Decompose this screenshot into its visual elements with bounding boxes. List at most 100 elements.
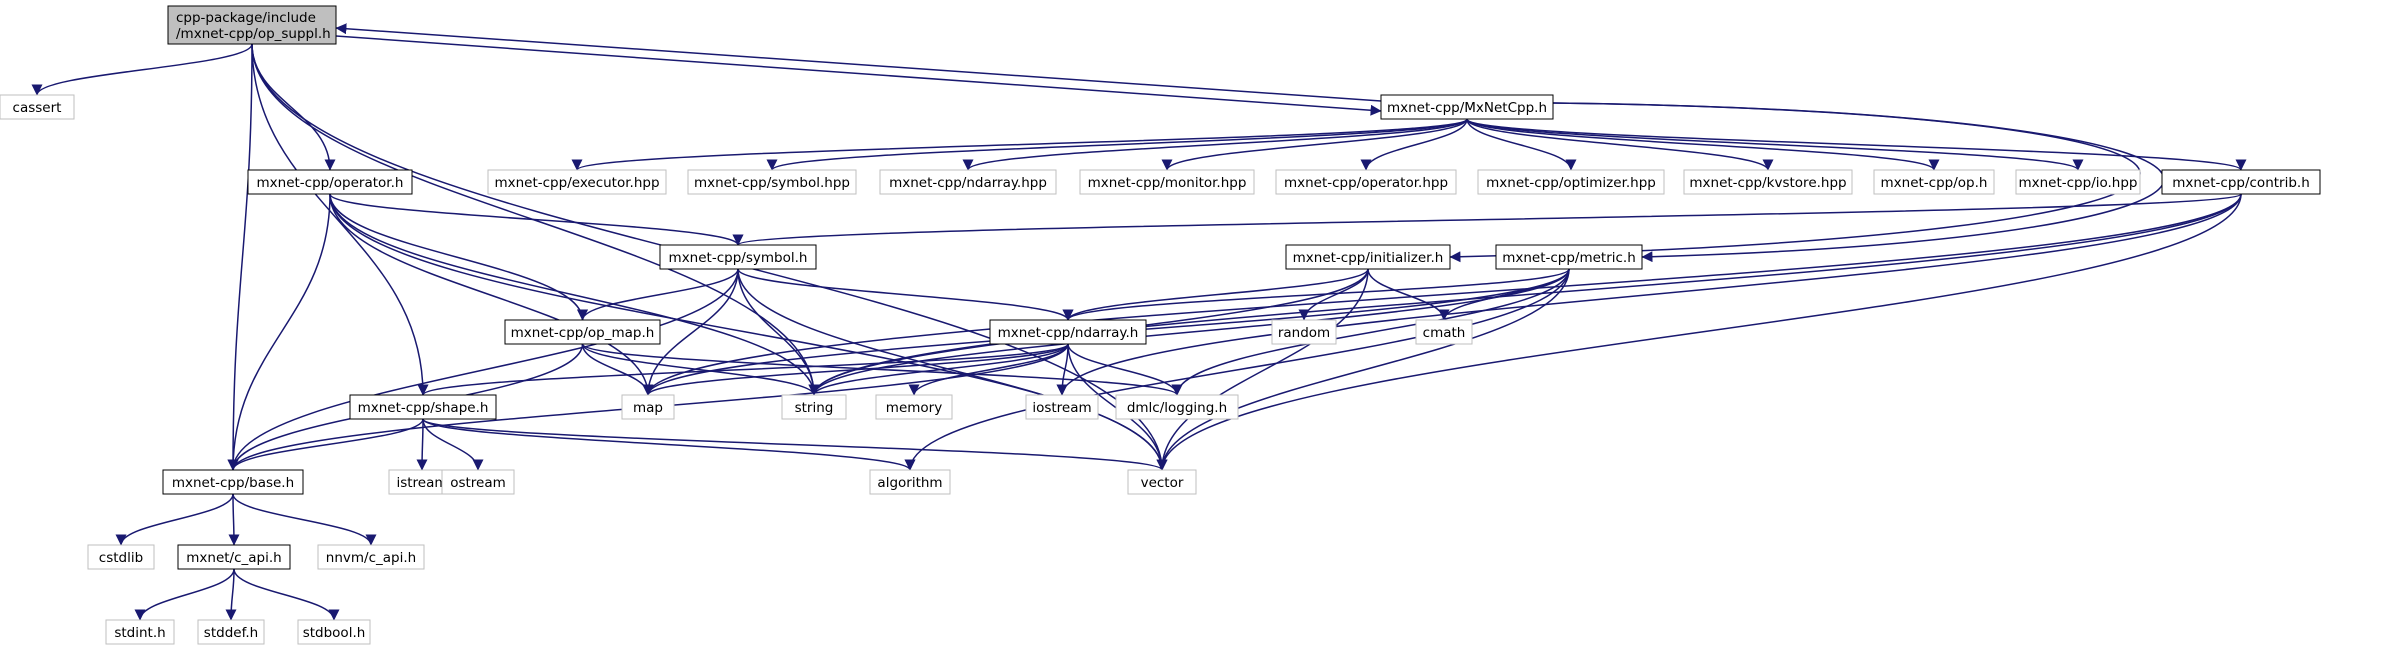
- node-label: mxnet-cpp/symbol.hpp: [694, 175, 850, 191]
- node-label: ostream: [450, 475, 506, 491]
- edge-shape_h-to-algorithm: [422, 418, 916, 471]
- node-label: mxnet-cpp/kvstore.hpp: [1689, 175, 1846, 191]
- edge: [737, 268, 1168, 471]
- node-box: [247, 169, 413, 195]
- node-label: cpp-package/include: [176, 10, 316, 26]
- node-op_map_h[interactable]: mxnet-cpp/op_map.h: [504, 319, 661, 345]
- edge-operator_h-to-string: [329, 193, 820, 396]
- node-box: [297, 619, 371, 645]
- node-label: mxnet-cpp/initializer.h: [1293, 250, 1444, 266]
- node-box: [1275, 169, 1457, 195]
- node-algorithm: algorithm: [869, 469, 951, 495]
- edge-base_h-to-c_api_h: [228, 493, 240, 546]
- node-ndarray_h[interactable]: mxnet-cpp/ndarray.h: [989, 319, 1147, 345]
- node-operator_h[interactable]: mxnet-cpp/operator.h: [247, 169, 413, 195]
- node-label: mxnet-cpp/MxNetCpp.h: [1387, 100, 1547, 116]
- edge-symbol_h-to-map: [642, 268, 739, 396]
- edge: [642, 193, 2242, 396]
- edge-contrib_h-to-map: [642, 193, 2242, 396]
- node-box: [349, 394, 497, 420]
- node-box: [1025, 394, 1099, 420]
- node-box: [989, 319, 1147, 345]
- edge-base_h-to-nnvm_c_api: [232, 493, 377, 546]
- node-dmlc_logging: dmlc/logging.h: [1115, 394, 1239, 420]
- dependency-edges: [31, 23, 2247, 621]
- edge: [577, 268, 739, 321]
- edge: [115, 493, 234, 546]
- node-contrib_h[interactable]: mxnet-cpp/contrib.h: [2161, 169, 2321, 195]
- node-c_api_h[interactable]: mxnet/c_api.h: [177, 544, 291, 570]
- node-monitor_hpp: mxnet-cpp/monitor.hpp: [1079, 169, 1255, 195]
- node-shape_h[interactable]: mxnet-cpp/shape.h: [349, 394, 497, 420]
- edge: [737, 268, 1074, 321]
- edge: [581, 343, 1183, 396]
- node-label: cassert: [13, 100, 62, 116]
- node-symbol_h[interactable]: mxnet-cpp/symbol.h: [659, 244, 817, 270]
- edge: [1466, 118, 1940, 171]
- node-label: mxnet-cpp/op.h: [1881, 175, 1988, 191]
- edge-mxnetcpp-to-symbol_hpp: [766, 118, 1468, 171]
- node-label: map: [633, 400, 663, 416]
- edge-symbol_h-to-base_h: [227, 268, 739, 471]
- edge: [417, 343, 1069, 396]
- node-label: cmath: [1423, 325, 1466, 341]
- node-box: [197, 619, 265, 645]
- edge: [1156, 268, 1570, 471]
- node-label: algorithm: [877, 475, 942, 491]
- edge-op_map_h-to-string: [581, 343, 820, 396]
- edge-initializer_h-to-vector: [1156, 268, 1369, 471]
- edge-shape_h-to-base_h: [227, 418, 424, 471]
- node-box: [487, 169, 667, 195]
- node-box: [875, 394, 953, 420]
- edge: [329, 193, 820, 396]
- node-label: mxnet-cpp/symbol.h: [669, 250, 808, 266]
- node-box: [2161, 169, 2321, 195]
- edge-mxnetcpp-to-kvstore_hpp: [1466, 118, 1774, 171]
- edge: [232, 493, 377, 546]
- node-operator_hpp: mxnet-cpp/operator.hpp: [1275, 169, 1457, 195]
- node-label: mxnet-cpp/operator.hpp: [1284, 175, 1448, 191]
- node-initializer_h[interactable]: mxnet-cpp/initializer.h: [1285, 244, 1451, 270]
- node-metric_h[interactable]: mxnet-cpp/metric.h: [1495, 244, 1643, 270]
- edge-ndarray_h-to-dmlc_logging: [1067, 343, 1183, 396]
- edge-op_suppl-to-mxnetcpp: [335, 35, 1382, 116]
- node-box: [659, 244, 817, 270]
- node-cmath: cmath: [1415, 319, 1473, 345]
- node-op_suppl[interactable]: cpp-package/include/mxnet-cpp/op_suppl.h: [167, 5, 337, 45]
- edge: [1156, 268, 1369, 471]
- node-label: memory: [886, 400, 942, 416]
- edge: [227, 268, 739, 471]
- edge-initializer_h-to-ndarray_h: [1062, 268, 1369, 321]
- edge-contrib_h-to-symbol_h: [733, 193, 2242, 246]
- edge-mxnetcpp-to-contrib_h: [1466, 118, 2247, 171]
- node-label: mxnet-cpp/io.hpp: [2018, 175, 2137, 191]
- edge: [134, 568, 235, 621]
- node-box: [879, 169, 1057, 195]
- node-base_h[interactable]: mxnet-cpp/base.h: [162, 469, 304, 495]
- edge-ndarray_h-to-string: [808, 343, 1069, 396]
- node-box: [105, 619, 175, 645]
- node-ostream: ostream: [441, 469, 515, 495]
- node-nnvm_c_api: nnvm/c_api.h: [317, 544, 425, 570]
- node-box: [162, 469, 304, 495]
- edge: [1067, 343, 1183, 396]
- edge: [904, 268, 1570, 471]
- node-io_hpp: mxnet-cpp/io.hpp: [2015, 169, 2141, 195]
- node-label: nnvm/c_api.h: [326, 550, 416, 566]
- node-label: mxnet-cpp/ndarray.hpp: [889, 175, 1047, 191]
- edge-mxnetcpp-to-executor_hpp: [571, 118, 1468, 171]
- node-box: [1271, 319, 1337, 345]
- node-mxnetcpp[interactable]: mxnet-cpp/MxNetCpp.h: [1380, 94, 1554, 120]
- edge-ndarray_h-to-vector: [1067, 343, 1168, 471]
- edge: [1056, 193, 2242, 396]
- edge: [1062, 268, 1570, 321]
- edge-mxnetcpp-to-operator_hpp: [1360, 118, 1468, 171]
- node-label: stddef.h: [204, 625, 258, 641]
- edge-op_suppl-to-operator_h: [251, 43, 336, 171]
- edge-ndarray_h-to-map: [642, 343, 1069, 396]
- node-box: [621, 394, 675, 420]
- node-label: stdbool.h: [303, 625, 366, 641]
- node-label: dmlc/logging.h: [1127, 400, 1227, 416]
- node-label: istream: [396, 475, 447, 491]
- edge: [1466, 118, 1774, 171]
